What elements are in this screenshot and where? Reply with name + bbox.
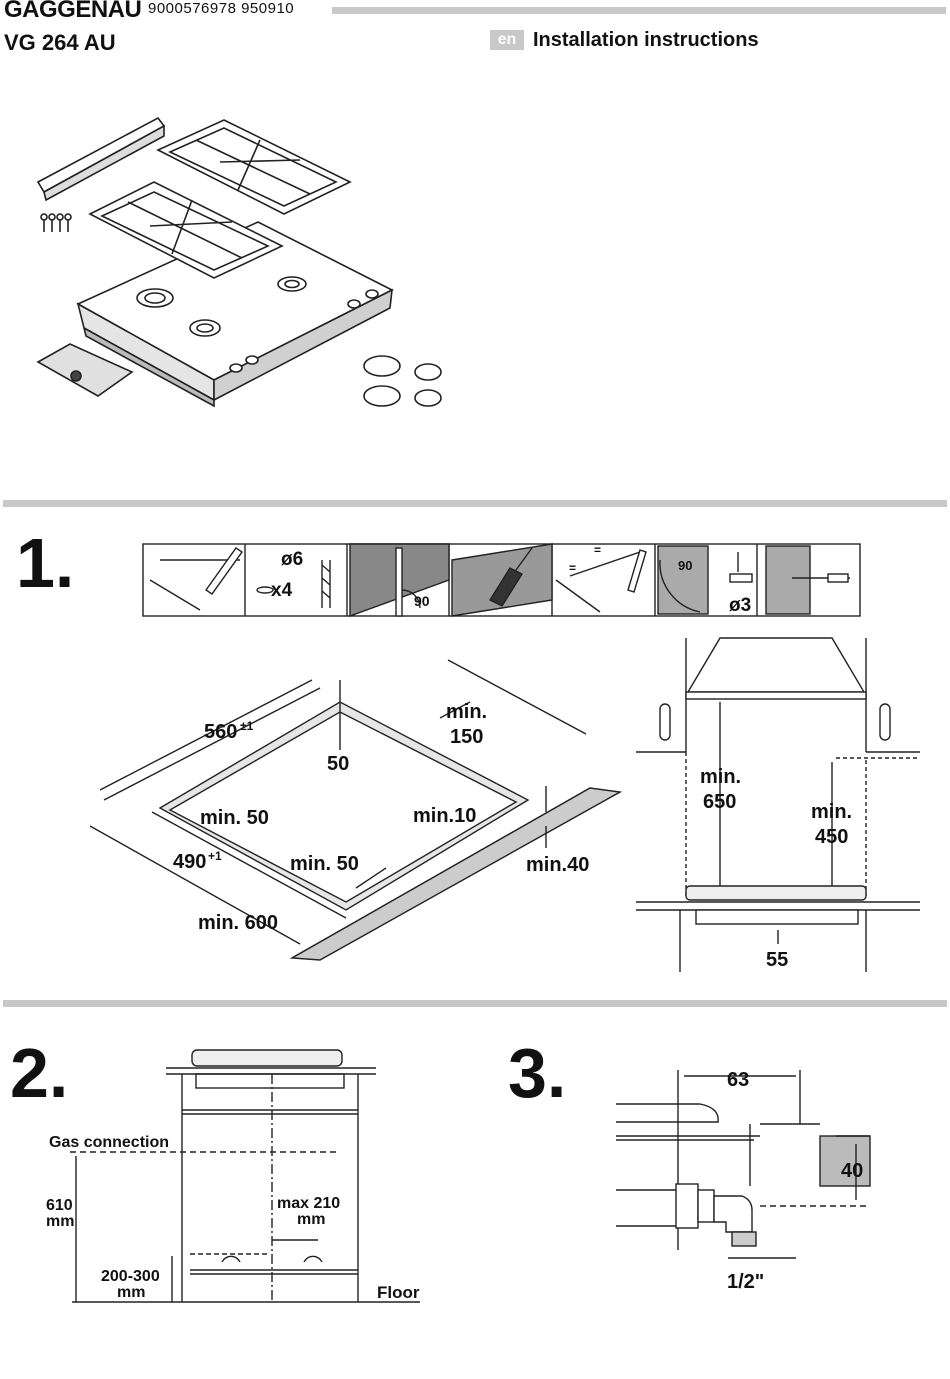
equal-mark-1: = xyxy=(594,543,601,557)
max210-a: max 210 xyxy=(277,1195,340,1212)
screw-fix-icon xyxy=(765,545,811,615)
min150-label-b: 150 xyxy=(450,726,483,748)
height-200-300-a: 200-300 xyxy=(101,1268,160,1285)
min600-label: min. 600 xyxy=(198,912,278,934)
max210-b: mm xyxy=(297,1211,325,1228)
depth-55-label: 55 xyxy=(766,949,788,971)
plug-icon xyxy=(256,586,274,594)
angle-drill-icon xyxy=(657,545,709,615)
step-number-3: 3. xyxy=(508,1034,567,1112)
min50-front-label: min. 50 xyxy=(290,853,359,875)
equal-mark-2: = xyxy=(569,561,576,575)
floor-label: Floor xyxy=(377,1283,420,1302)
dimension-40: 40 xyxy=(841,1160,863,1182)
min150-label-a: min. xyxy=(446,701,487,723)
step-number-1: 1. xyxy=(16,524,75,602)
hood-min-label-b: 650 xyxy=(703,791,736,813)
document-code: 9000576978 950910 xyxy=(148,0,295,17)
plug-count-label: x4 xyxy=(271,580,293,601)
width-tolerance: ±1 xyxy=(240,719,254,733)
height-200-300-b: mm xyxy=(117,1284,145,1301)
saw-angle-label: 90 xyxy=(414,593,430,609)
height-610-b: mm xyxy=(46,1213,74,1230)
pencil-icon xyxy=(149,547,243,611)
width-label: 560 xyxy=(204,721,237,743)
burner-cap-icon xyxy=(363,355,401,377)
header-rule xyxy=(332,7,946,14)
cutout-diagram xyxy=(89,659,623,961)
depth-offset-label: 50 xyxy=(327,753,349,775)
depth-tolerance: +1 xyxy=(208,849,222,863)
height-610-a: 610 xyxy=(46,1197,73,1214)
step-number-2: 2. xyxy=(10,1034,69,1112)
model-number: VG 264 AU xyxy=(4,30,116,55)
document-title: Installation instructions xyxy=(533,29,759,51)
section-divider-1 xyxy=(3,500,947,507)
clearance-diagram xyxy=(636,637,920,972)
brand-logo: GAGGENAU xyxy=(4,0,142,23)
min50-side-label: min. 50 xyxy=(200,807,269,829)
min40-label: min.40 xyxy=(526,854,589,876)
drill-bit-icon xyxy=(321,560,331,608)
hole-diameter-label: ø3 xyxy=(729,595,751,616)
screws-icon xyxy=(40,213,72,232)
gas-connection-diagram xyxy=(70,1049,420,1303)
drill-diameter-label: ø6 xyxy=(281,549,303,570)
dimension-63: 63 xyxy=(727,1069,749,1091)
thread-size-label: 1/2" xyxy=(727,1271,764,1293)
parts-bag xyxy=(36,343,134,397)
section-divider-2 xyxy=(3,1000,947,1007)
cabinet-min-label-b: 450 xyxy=(815,826,848,848)
equal-spacing-icon xyxy=(555,549,647,613)
depth-label: 490 xyxy=(173,851,206,873)
mounting-bracket xyxy=(36,116,166,194)
min10-label: min.10 xyxy=(413,805,476,827)
product-parts-illustration xyxy=(36,116,442,408)
gas-fitting-diagram xyxy=(616,1070,871,1259)
gas-connection-label: Gas connection xyxy=(49,1134,169,1151)
hood-min-label-a: min. xyxy=(700,766,741,788)
tool-strip xyxy=(142,543,861,617)
language-badge: en xyxy=(490,30,524,50)
cabinet-min-label-a: min. xyxy=(811,801,852,823)
drill-angle-label: 90 xyxy=(678,558,692,573)
